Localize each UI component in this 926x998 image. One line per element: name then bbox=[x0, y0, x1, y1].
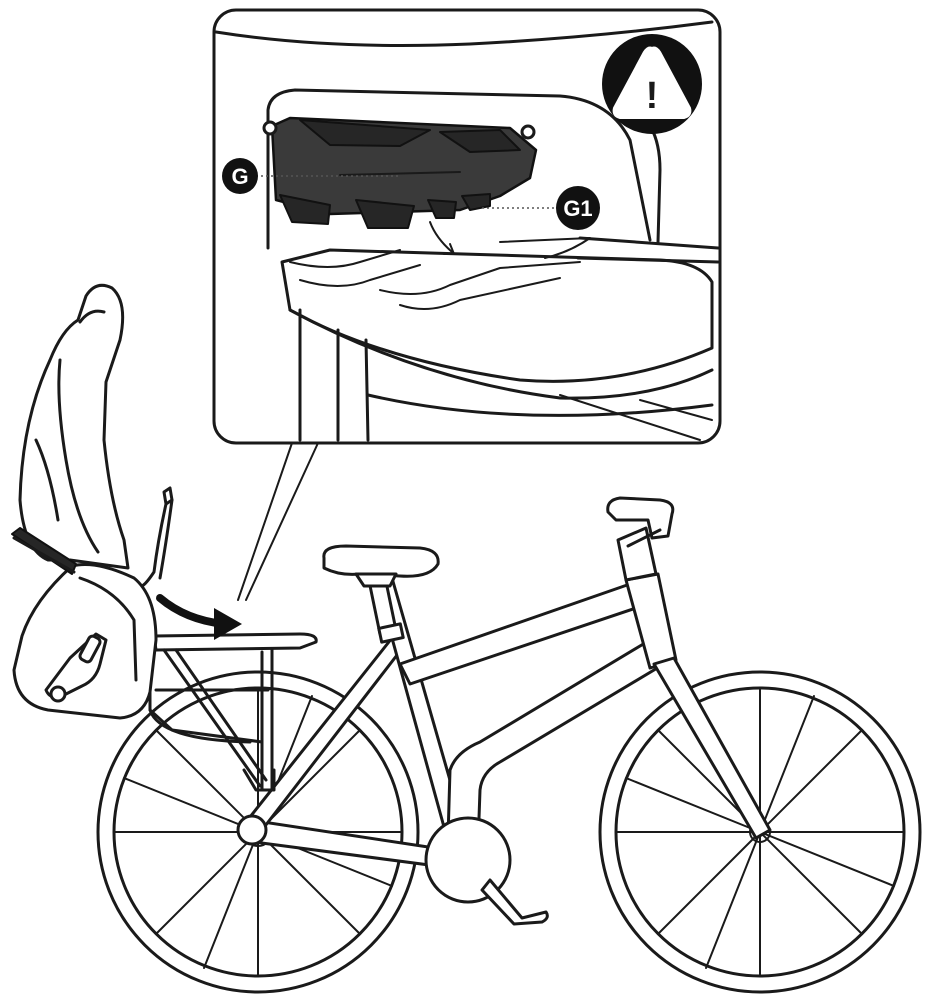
install-direction-arrow bbox=[156, 594, 242, 640]
mounting-bracket-part bbox=[262, 116, 538, 229]
callout-G1-label: G1 bbox=[563, 196, 592, 221]
luggage-rack bbox=[148, 632, 318, 792]
warning-symbol: ! bbox=[646, 75, 659, 117]
warning-triangle-icon: ! bbox=[602, 34, 702, 134]
child-seat bbox=[11, 283, 174, 720]
callout-G1: G1 bbox=[556, 186, 600, 230]
bicycle bbox=[11, 283, 922, 994]
rear-wheel bbox=[96, 670, 420, 994]
callout-G-label: G bbox=[231, 164, 248, 189]
callout-G: G bbox=[222, 158, 258, 194]
zoom-leader-lines bbox=[237, 442, 319, 601]
zoom-inset: G G1 ! bbox=[212, 8, 722, 445]
